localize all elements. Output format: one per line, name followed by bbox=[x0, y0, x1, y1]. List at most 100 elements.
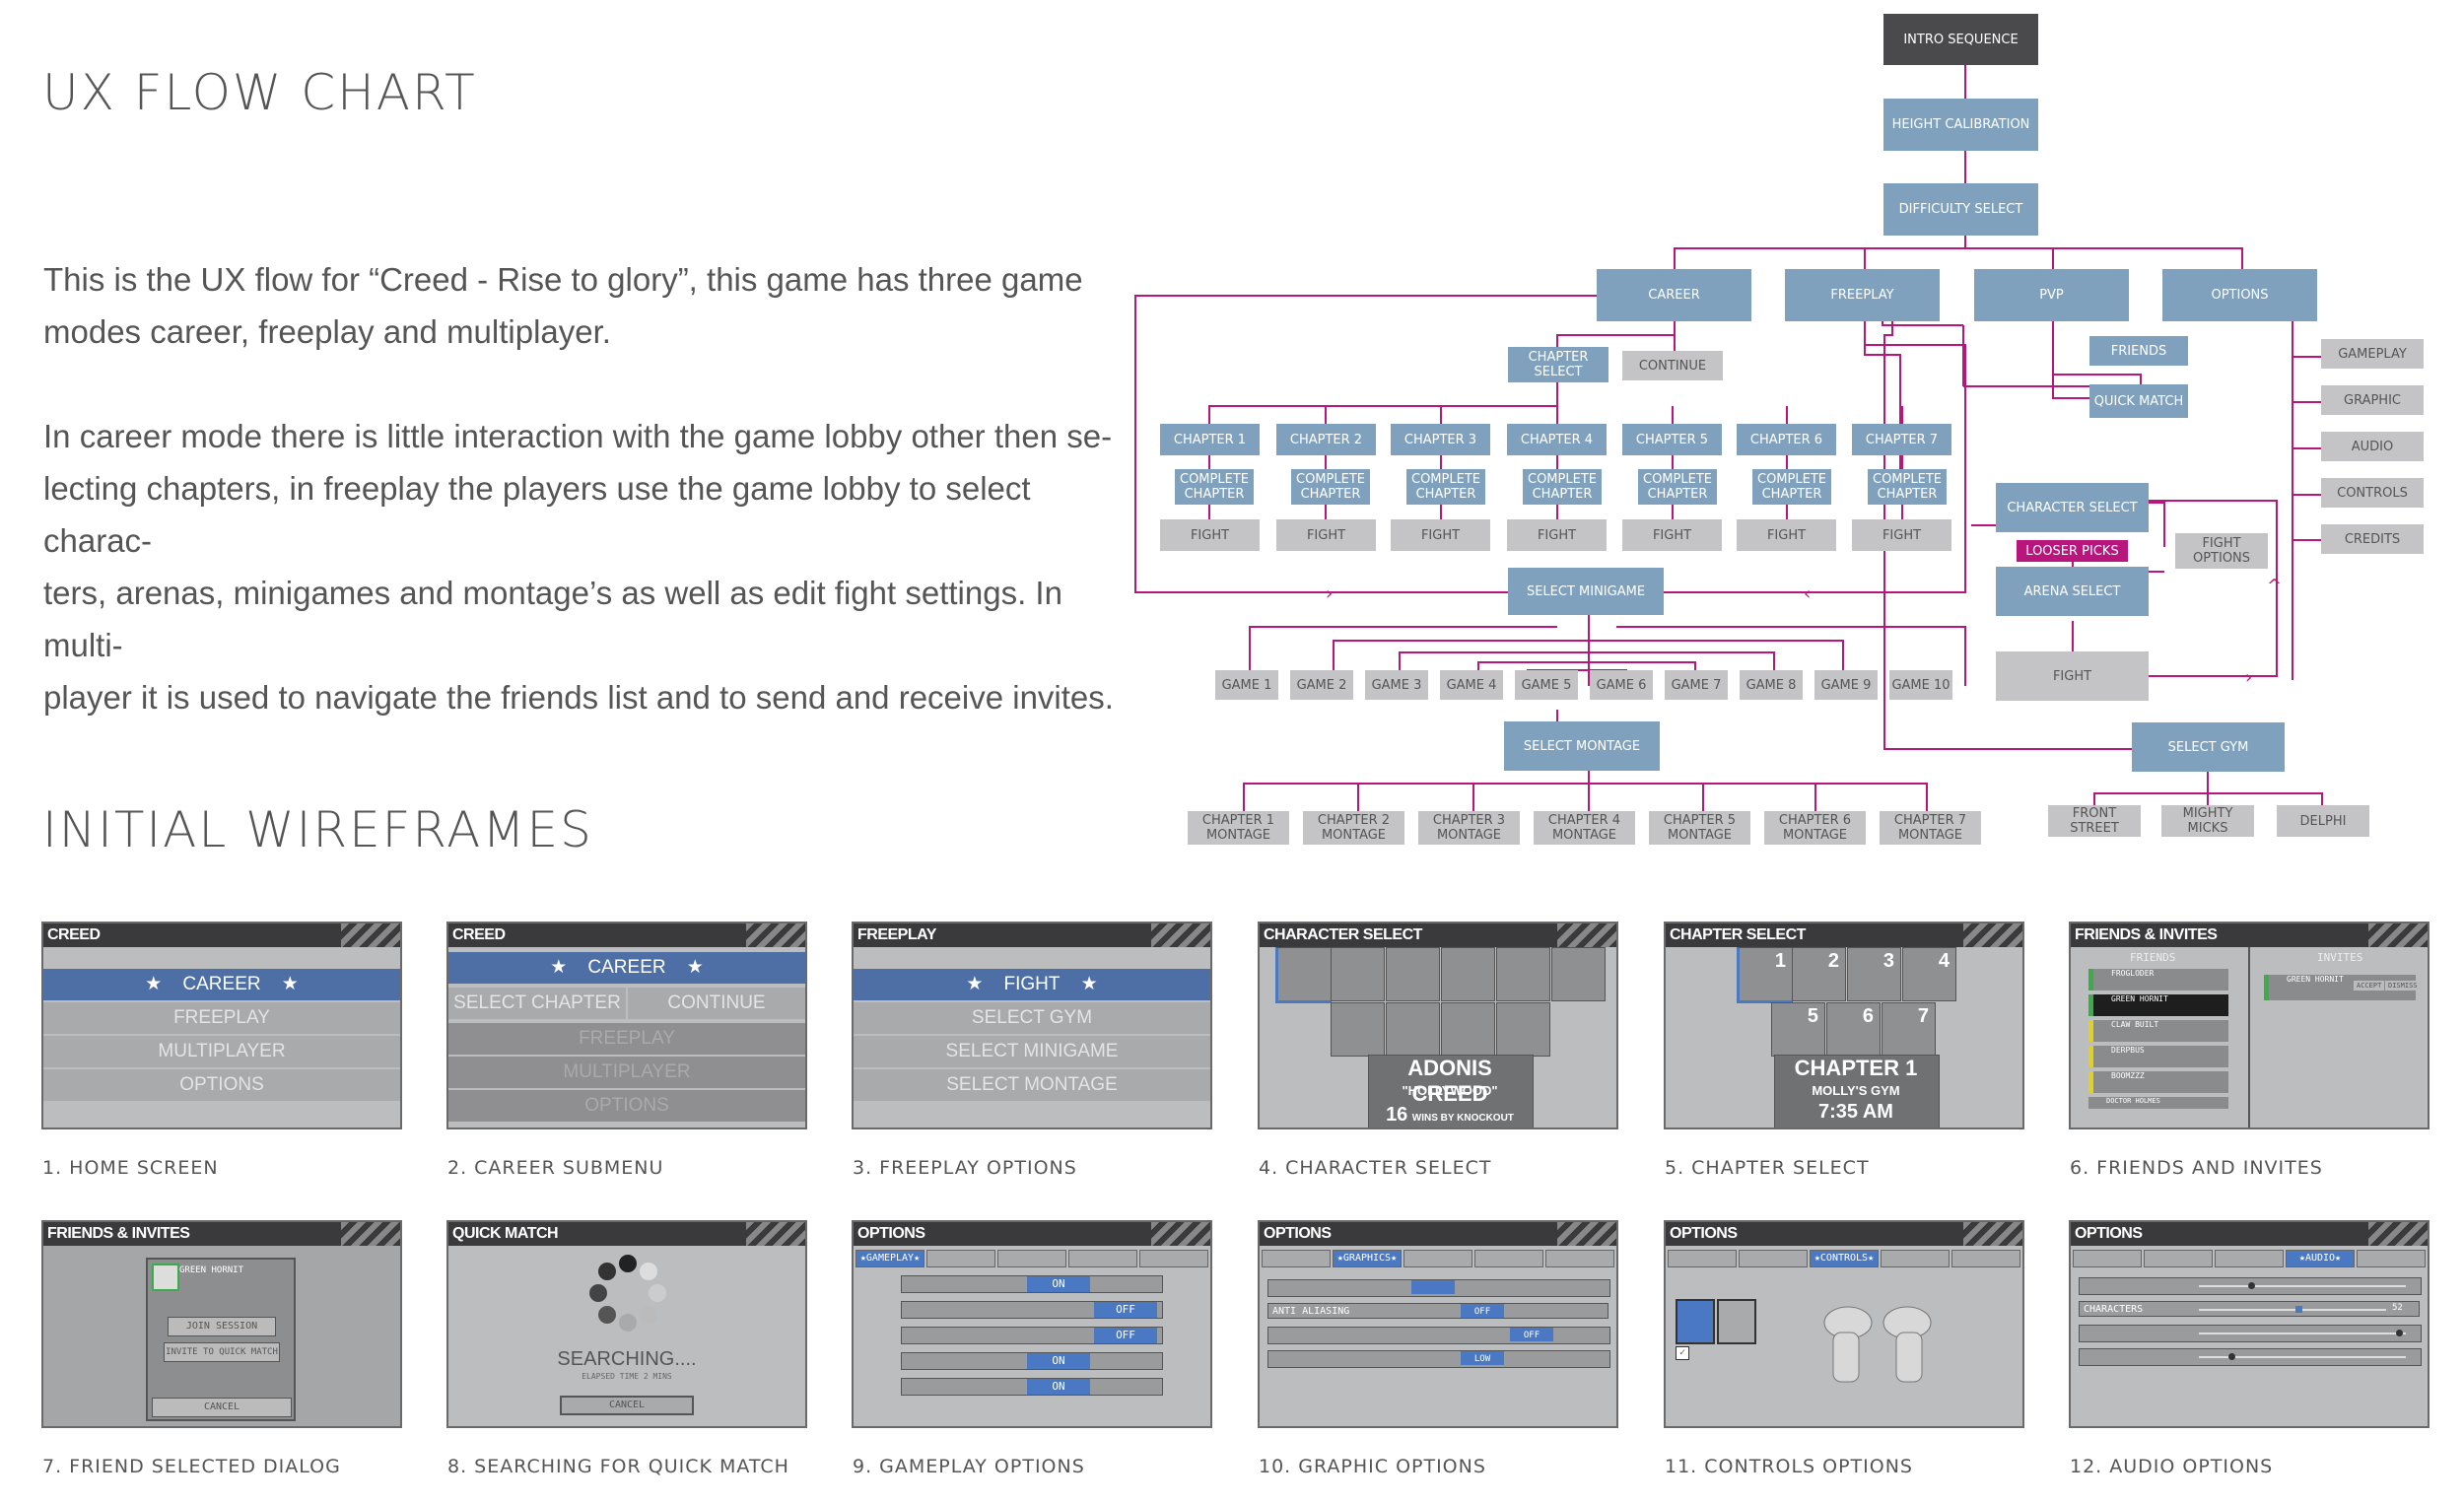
wf9-tab-3[interactable] bbox=[997, 1250, 1066, 1267]
boxing-glove-alt-icon[interactable] bbox=[1717, 1299, 1756, 1344]
wf10-row1-value[interactable] bbox=[1411, 1280, 1455, 1294]
wf8-title-bar: QUICK MATCH bbox=[448, 1222, 805, 1246]
wf2-row-freeplay[interactable]: FREEPLAY bbox=[448, 1023, 805, 1055]
wf9-row3-off[interactable]: OFF bbox=[1094, 1328, 1157, 1343]
wf3-row-select-minigame[interactable]: SELECT MINIGAME bbox=[854, 1036, 1210, 1067]
wf10-tab-4[interactable] bbox=[1474, 1250, 1543, 1267]
wf2-continue[interactable]: CONTINUE bbox=[628, 988, 805, 1019]
wf2-row-options[interactable]: OPTIONS bbox=[448, 1090, 805, 1122]
wf3-row-select-montage[interactable]: SELECT MONTAGE bbox=[854, 1069, 1210, 1101]
wf11-tab-1[interactable] bbox=[1668, 1250, 1737, 1267]
checkbox-icon[interactable]: ✓ bbox=[1676, 1346, 1689, 1360]
wf9-tab-5[interactable] bbox=[1139, 1250, 1208, 1267]
wf10-row3-off[interactable]: OFF bbox=[1510, 1328, 1553, 1341]
wf3-row-fight[interactable]: ★ FIGHT ★ bbox=[854, 969, 1210, 1000]
wf2-row-career[interactable]: ★ CAREER ★ bbox=[448, 952, 805, 984]
wf1-row-career[interactable]: ★ CAREER ★ bbox=[43, 969, 400, 1000]
wf10-tab-1[interactable] bbox=[1262, 1250, 1331, 1267]
wf5-chapter-tile-4[interactable]: 4 bbox=[1902, 947, 1956, 1001]
wf10-tab-5[interactable] bbox=[1545, 1250, 1614, 1267]
wf5-chapter-tile-7[interactable]: 7 bbox=[1882, 1002, 1936, 1057]
wf12-title-bar: OPTIONS bbox=[2071, 1222, 2428, 1246]
wf10-row4-low[interactable]: LOW bbox=[1461, 1351, 1504, 1365]
wf6-stripes bbox=[2368, 923, 2428, 947]
wf4-portrait-4[interactable] bbox=[1441, 947, 1495, 1001]
wireframe-gameplay-options: OPTIONS ★GAMEPLAY★ ON OFF OFF ON ON bbox=[852, 1220, 1212, 1428]
vr-controllers-icon bbox=[1823, 1306, 1932, 1383]
wf11-tab-5[interactable] bbox=[1951, 1250, 2020, 1267]
wf6-friend-6[interactable]: DOCTOR HOLMES bbox=[2088, 1097, 2228, 1109]
wf5-chapter-tile-3[interactable]: 3 bbox=[1847, 947, 1901, 1001]
wf11-tab-2[interactable] bbox=[1739, 1250, 1808, 1267]
wf9-tab-2[interactable] bbox=[926, 1250, 995, 1267]
wf12-slider-3-knob[interactable] bbox=[2396, 1330, 2403, 1336]
wf2-row-multiplayer[interactable]: MULTIPLAYER bbox=[448, 1057, 805, 1088]
node-fight-1: FIGHT bbox=[1160, 519, 1260, 551]
wf10-aa-off[interactable]: OFF bbox=[1461, 1304, 1504, 1318]
wf1-row-options[interactable]: OPTIONS bbox=[43, 1069, 400, 1101]
wf4-portrait-9[interactable] bbox=[1441, 1002, 1495, 1057]
wf8-cancel-button[interactable]: CANCEL bbox=[560, 1396, 694, 1415]
wf4-portrait-3[interactable] bbox=[1386, 947, 1440, 1001]
wf5-chapter-tile-2[interactable]: 2 bbox=[1792, 947, 1846, 1001]
wf6-dismiss-button[interactable]: DISMISS bbox=[2385, 981, 2421, 991]
wf5-chapter-tile-1[interactable]: 1 bbox=[1737, 947, 1793, 1003]
wf4-portrait-8[interactable] bbox=[1386, 1002, 1440, 1057]
wf1-caption: 1. HOME SCREEN bbox=[42, 1157, 219, 1179]
intro-p2-l4: player it is used to navigate the friend… bbox=[43, 679, 1114, 716]
wf5-chapter-tile-5[interactable]: 5 bbox=[1771, 1002, 1825, 1057]
wf6-accept-button[interactable]: ACCEPT bbox=[2354, 981, 2385, 991]
wf9-row5-on[interactable]: ON bbox=[1027, 1379, 1090, 1395]
boxing-glove-icon[interactable] bbox=[1676, 1299, 1715, 1344]
wf12-slider-1-knob[interactable] bbox=[2248, 1282, 2255, 1289]
wf10-option-row-3 bbox=[1267, 1327, 1610, 1344]
wf12-slider-2-knob[interactable] bbox=[2295, 1306, 2302, 1313]
wf12-tab-audio[interactable]: ★AUDIO★ bbox=[2286, 1250, 2355, 1267]
wf6-friend-4[interactable]: DERPBUS bbox=[2088, 1046, 2228, 1067]
wf4-portrait-6[interactable] bbox=[1551, 947, 1606, 1001]
node-difficulty-select: DIFFICULTY SELECT bbox=[1883, 183, 2038, 236]
wf12-title: OPTIONS bbox=[2075, 1225, 2143, 1242]
wf2-select-chapter[interactable]: SELECT CHAPTER bbox=[448, 988, 626, 1019]
wf8-status: SEARCHING.... bbox=[557, 1348, 697, 1370]
wf6-title-bar: FRIENDS & INVITES bbox=[2071, 923, 2428, 947]
wf11-tab-4[interactable] bbox=[1881, 1250, 1950, 1267]
wf12-slider-4-knob[interactable] bbox=[2228, 1353, 2235, 1360]
wf1-row-freeplay[interactable]: FREEPLAY bbox=[43, 1002, 400, 1034]
wf9-tab-4[interactable] bbox=[1068, 1250, 1137, 1267]
wf7-join-button[interactable]: JOIN SESSION bbox=[168, 1317, 276, 1336]
wf5-chapter-tile-6[interactable]: 6 bbox=[1826, 1002, 1881, 1057]
wf7-cancel-button[interactable]: CANCEL bbox=[152, 1398, 292, 1417]
node-game-5: GAME 5 bbox=[1515, 670, 1578, 700]
wf9-row2-off[interactable]: OFF bbox=[1094, 1302, 1157, 1318]
wireframe-character-select: CHARACTER SELECT ADONIS CREED "HOLLYWOOD… bbox=[1258, 922, 1618, 1129]
wf6-friend-3[interactable]: CLAW BUILT bbox=[2088, 1020, 2228, 1042]
wf3-row-fight-label: FIGHT bbox=[1003, 974, 1061, 994]
wf12-tab-1[interactable] bbox=[2073, 1250, 2142, 1267]
node-fight-6: FIGHT bbox=[1737, 519, 1836, 551]
wf12-tab-5[interactable] bbox=[2357, 1250, 2426, 1267]
wf9-tab-gameplay[interactable]: ★GAMEPLAY★ bbox=[856, 1250, 924, 1267]
wf9-row4-on[interactable]: ON bbox=[1027, 1353, 1090, 1369]
wf10-tab-3[interactable] bbox=[1403, 1250, 1472, 1267]
wf4-portrait-7[interactable] bbox=[1331, 1002, 1385, 1057]
wf7-invite-button[interactable]: INVITE TO QUICK MATCH bbox=[164, 1342, 280, 1362]
wf12-tab-3[interactable] bbox=[2215, 1250, 2284, 1267]
wf4-portrait-2[interactable] bbox=[1331, 947, 1385, 1001]
wf6-friend-1[interactable]: FROGLODER bbox=[2088, 969, 2228, 991]
wf11-tab-controls[interactable]: ★CONTROLS★ bbox=[1810, 1250, 1879, 1267]
wf9-row1-on[interactable]: ON bbox=[1027, 1276, 1090, 1292]
wf12-tab-2[interactable] bbox=[2144, 1250, 2213, 1267]
wf6-friend-5[interactable]: BOOMZZZ bbox=[2088, 1071, 2228, 1093]
wf4-portrait-1[interactable] bbox=[1275, 947, 1332, 1003]
wf3-row-select-gym[interactable]: SELECT GYM bbox=[854, 1002, 1210, 1034]
wf10-title: OPTIONS bbox=[1264, 1225, 1332, 1242]
intro-text: This is the UX flow for “Creed - Rise to… bbox=[43, 253, 1128, 776]
wf10-anti-aliasing-row: ANTI ALIASING bbox=[1267, 1303, 1608, 1319]
wf10-tab-graphics[interactable]: ★GRAPHICS★ bbox=[1333, 1250, 1402, 1267]
wf6-friend-2[interactable]: GREEN HORNIT bbox=[2088, 994, 2228, 1016]
wf4-portrait-10[interactable] bbox=[1496, 1002, 1550, 1057]
wf4-portrait-5[interactable] bbox=[1496, 947, 1550, 1001]
wf1-row-multiplayer[interactable]: MULTIPLAYER bbox=[43, 1036, 400, 1067]
node-game-8: GAME 8 bbox=[1740, 670, 1803, 700]
